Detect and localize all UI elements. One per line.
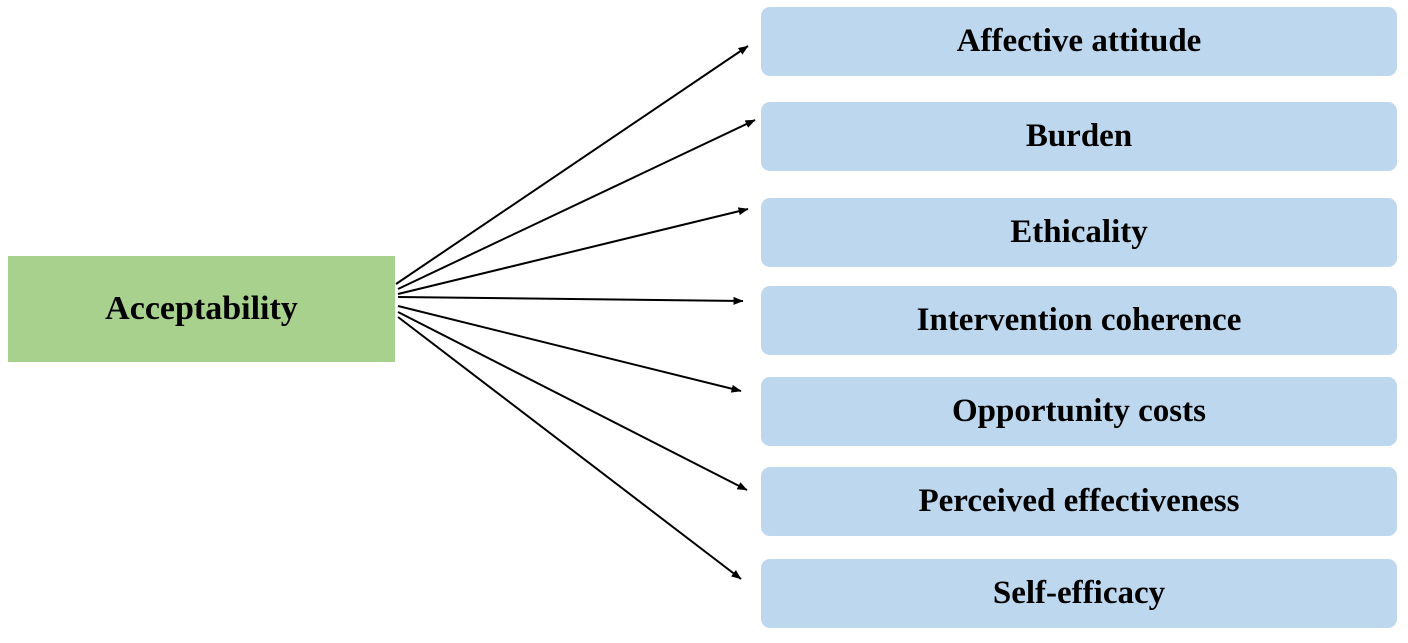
target-box-burden: Burden [761,102,1397,171]
acceptability-box: Acceptability [8,256,395,362]
target-box-ethicality: Ethicality [761,198,1397,267]
target-box-perceived-effectiveness: Perceived effectiveness [761,467,1397,536]
arrow-ethicality [397,207,749,295]
target-label-affective-attitude: Affective attitude [956,23,1202,59]
arrow-opportunity-costs [397,305,742,393]
arrow-self-efficacy [397,316,742,580]
target-box-self-efficacy: Self-efficacy [761,559,1397,628]
arrow-burden [397,119,756,290]
arrow-perceived-effectiveness [397,311,748,491]
target-box-intervention-coherence: Intervention coherence [761,286,1397,355]
target-label-intervention-coherence: Intervention coherence [916,302,1242,338]
acceptability-label: Acceptability [105,290,298,327]
arrow-affective-attitude [395,45,749,285]
target-box-affective-attitude: Affective attitude [761,7,1397,76]
target-box-opportunity-costs: Opportunity costs [761,377,1397,446]
target-label-ethicality: Ethicality [1010,214,1148,250]
target-label-opportunity-costs: Opportunity costs [952,393,1206,429]
target-label-perceived-effectiveness: Perceived effectiveness [918,483,1240,519]
target-label-burden: Burden [1025,118,1133,154]
target-label-self-efficacy: Self-efficacy [992,575,1166,611]
arrow-intervention-coherence [397,296,744,305]
